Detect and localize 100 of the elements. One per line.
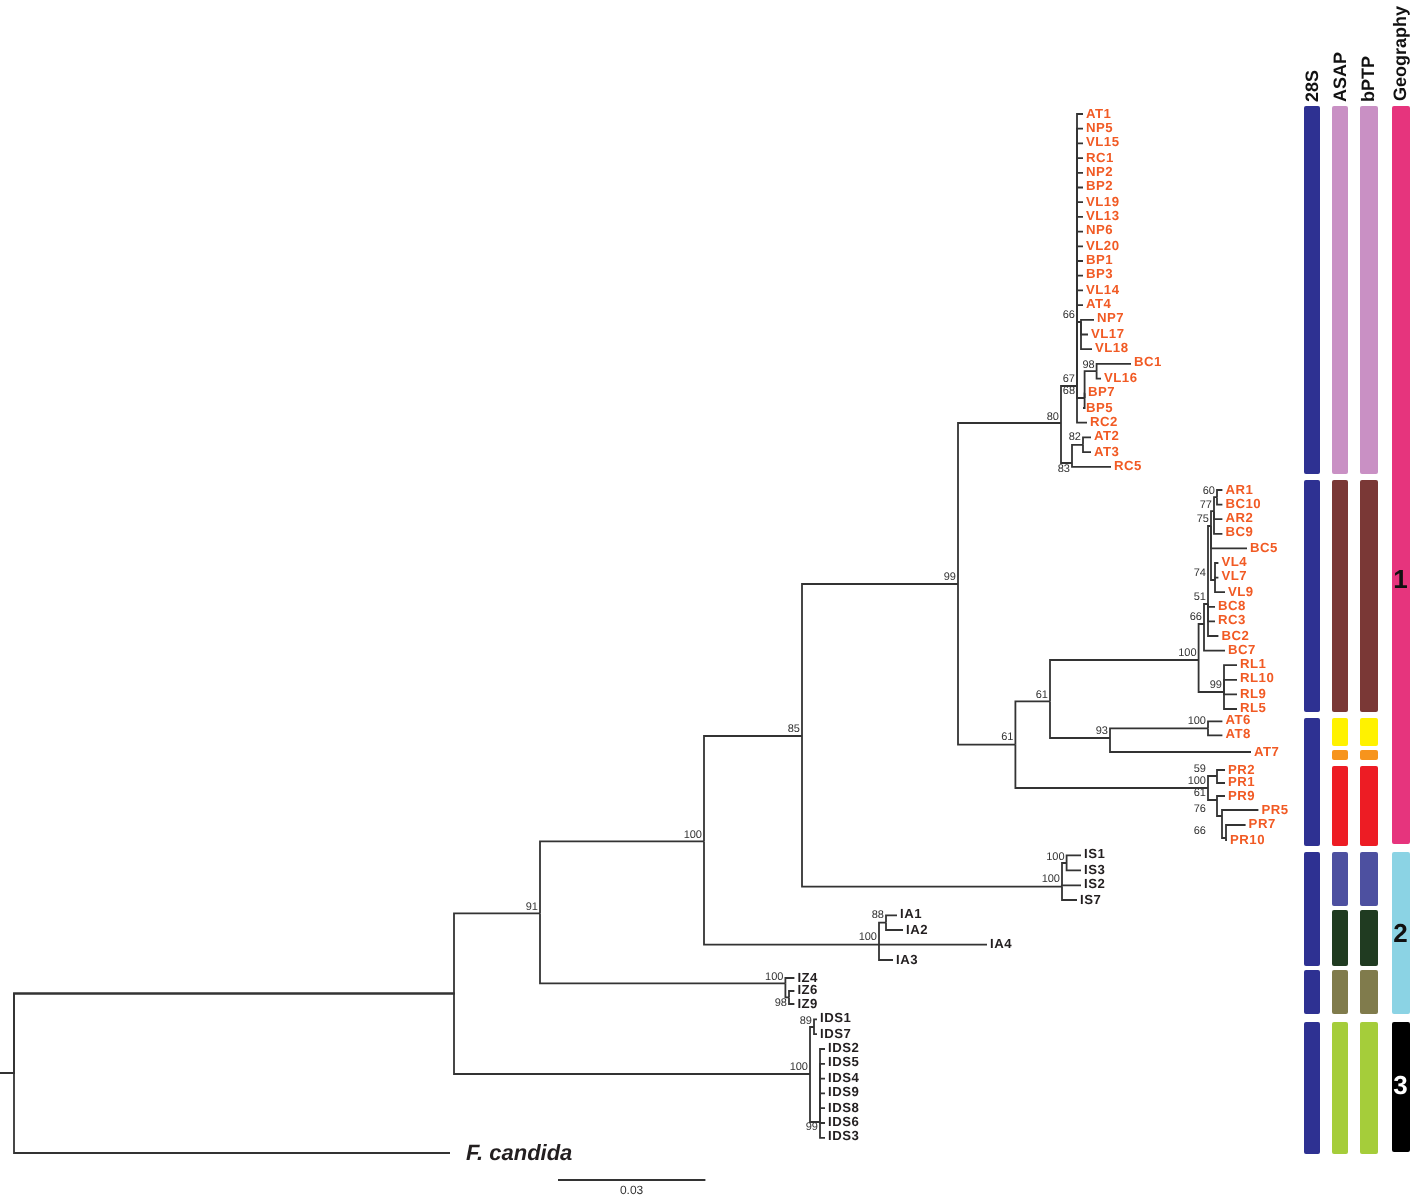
tree-branch: [1080, 321, 1093, 351]
tree-branch: [1207, 775, 1218, 789]
tree-branch: [1207, 720, 1224, 730]
tree-branch: [1082, 443, 1092, 453]
tree-branch: [1214, 562, 1220, 581]
delimitation-bar: [1303, 970, 1320, 1014]
tree-branch: [1213, 510, 1224, 535]
tree-branch: [813, 1026, 818, 1036]
tree-branch: [1065, 854, 1082, 864]
delimitation-bar: [1332, 106, 1348, 474]
tree-branch: [1216, 489, 1224, 499]
tree-branch: [1223, 691, 1238, 710]
tree-branch: [1216, 799, 1223, 817]
tree-branch: [1214, 576, 1220, 581]
tree-branch: [1109, 727, 1209, 739]
tree-branch: [1207, 603, 1216, 608]
tree-branch: [1049, 659, 1200, 703]
tree-branch: [1207, 787, 1218, 801]
tree-branch: [1203, 603, 1209, 625]
tree-branch: [1083, 392, 1086, 399]
tree-branch: [1207, 525, 1212, 605]
tree-branch: [1210, 525, 1216, 581]
delimitation-bar: [1332, 766, 1348, 846]
column-header: Geography: [1390, 6, 1411, 102]
tree-branch: [539, 840, 705, 915]
delimitation-bar: [1360, 910, 1377, 966]
tree-branch: [1083, 370, 1098, 399]
tree-branch: [1225, 824, 1247, 839]
delimitation-bar: [1332, 970, 1348, 1014]
tree-branch: [1109, 737, 1252, 753]
tree-branch: [1223, 691, 1238, 696]
tree-branch: [784, 977, 796, 985]
tree-branch: [1207, 603, 1220, 637]
delimitation-bar: [1303, 1022, 1320, 1154]
delimitation-bar: [1303, 852, 1320, 966]
tree-branch: [1213, 496, 1218, 513]
tree-branch: [809, 1073, 821, 1123]
tree-branch: [878, 921, 887, 946]
tree-branch: [819, 1107, 826, 1123]
tree-branch: [1223, 678, 1238, 693]
delimitation-bar: [1360, 852, 1377, 906]
tree-branch: [1049, 700, 1111, 739]
outgroup-label: F. candida: [450, 1141, 573, 1165]
geography-bar: [1391, 1022, 1410, 1152]
tree-branch: [1071, 462, 1112, 468]
geography-bar: [1391, 852, 1410, 1014]
tree-branch: [788, 996, 796, 1005]
group-number: 2: [1391, 919, 1410, 948]
delimitation-bar: [1303, 480, 1320, 712]
delimitation-bar: [1332, 480, 1348, 712]
tree-branch: [1061, 884, 1082, 888]
tree-branch: [703, 840, 880, 946]
tree-branch: [1216, 795, 1226, 801]
tree-branch: [1207, 727, 1224, 737]
delimitation-bar: [1332, 750, 1348, 760]
tree-branch: [784, 982, 790, 999]
delimitation-bar: [1332, 910, 1348, 966]
delimitation-bar: [1303, 106, 1320, 474]
tree-branch: [957, 422, 1062, 585]
tree-branch: [703, 735, 803, 843]
group-number: 3: [1391, 1072, 1410, 1101]
tree-branch: [1014, 700, 1051, 746]
tree-branch: [801, 735, 1063, 888]
delimitation-bar: [1303, 718, 1320, 846]
tree-branch: [1095, 363, 1132, 373]
column-header: bPTP: [1358, 55, 1379, 102]
delimitation-bar: [1360, 750, 1377, 760]
tree-branch: [1095, 370, 1102, 380]
tree-branch: [819, 1121, 826, 1139]
tree-branch: [1216, 775, 1226, 784]
tree-branch: [1014, 743, 1209, 789]
tree-branch: [1071, 443, 1084, 464]
tree-branch: [1061, 885, 1078, 901]
tree-branch: [0, 1072, 451, 1154]
tree-branch: [1221, 815, 1227, 839]
group-number: 1: [1391, 566, 1410, 594]
tree-branch: [1065, 862, 1082, 872]
tree-branch: [1076, 385, 1088, 424]
column-header: 28S: [1301, 69, 1322, 102]
tree-branch: [878, 943, 988, 946]
delimitation-bar: [1332, 1022, 1348, 1154]
tree-branch: [1080, 318, 1095, 323]
tree-branch: [1216, 769, 1226, 777]
tree-branch: [885, 921, 904, 931]
tree-branch: [1221, 809, 1260, 817]
tree-branch: [1216, 496, 1224, 506]
tree-branch: [1060, 385, 1078, 424]
tree-branch: [819, 1121, 826, 1124]
delimitation-bar: [1360, 480, 1377, 712]
tree-branch: [1060, 422, 1073, 464]
column-header: ASAP: [1330, 51, 1350, 102]
delimitation-bar: [1332, 852, 1348, 906]
tree-branch: [813, 1018, 818, 1028]
geography-bar: [1391, 106, 1410, 844]
tree-branch: [788, 990, 796, 999]
tree-branch: [1203, 623, 1226, 652]
tree-branch: [885, 914, 898, 924]
delimitation-bar: [1332, 718, 1348, 745]
tree-branch: [1197, 623, 1205, 661]
delimitation-bar: [1360, 106, 1377, 474]
